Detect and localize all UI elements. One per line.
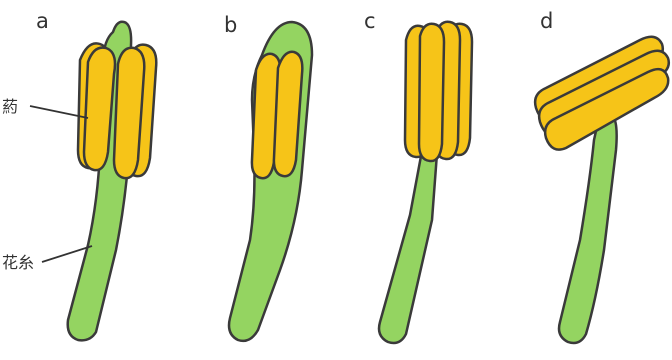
panel-c: c [364, 9, 472, 343]
panel-d: d [535, 9, 669, 343]
panel-letter-c: c [364, 9, 376, 33]
filament-d [559, 115, 617, 343]
panel-b: b [224, 13, 312, 341]
filament-label: 花糸 [2, 253, 34, 272]
panel-letter-d: d [540, 9, 553, 33]
filament-c [379, 140, 438, 343]
panel-letter-b: b [224, 13, 237, 37]
panel-a: a 葯 花糸 [2, 9, 156, 340]
anther-label: 葯 [2, 97, 18, 116]
panel-letter-a: a [36, 9, 49, 33]
anther-c-2 [419, 24, 444, 161]
